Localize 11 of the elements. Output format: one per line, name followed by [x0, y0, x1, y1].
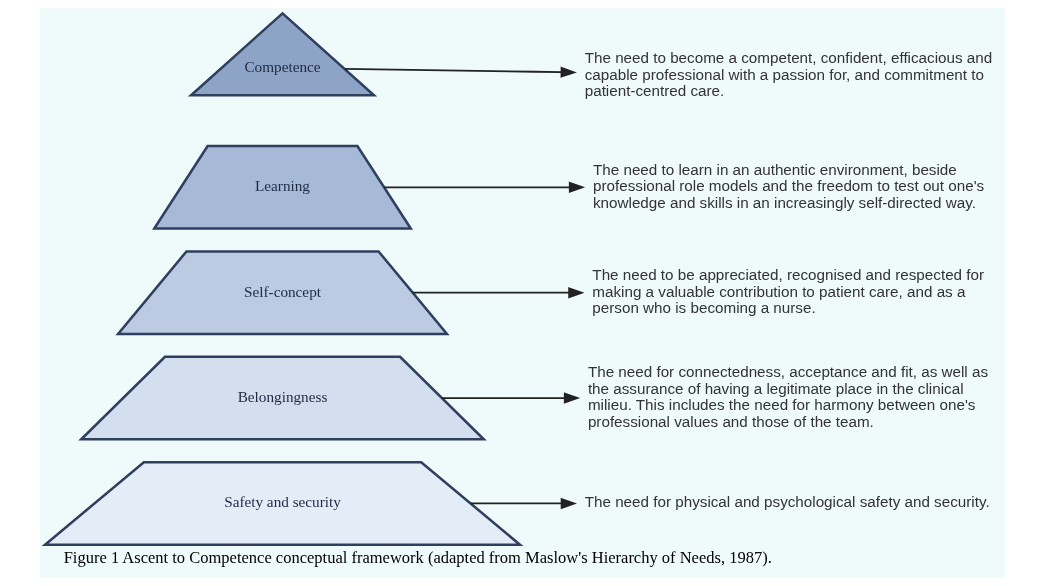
node-text: The need to be appreciated, recognised and respected for making a valuable contribution to patient care, and as a person who is becoming a nurse. [591, 266, 984, 317]
arrow [440, 392, 580, 404]
arrow [411, 287, 584, 299]
node-text: The need for connectedness, acceptance and fit, as well as the assurance of having a legitimate place in the clinical milieu. This includes the need for harmony between one's professional values and those of the team. [587, 363, 988, 430]
node-text: The need to learn in an authentic environment, beside professional role models and the freedom to test out one's knowledge and skills in an increasingly self-directed way. [592, 160, 984, 211]
arrow [469, 497, 577, 510]
arrow [382, 181, 585, 193]
arrow [343, 66, 577, 78]
node-text: The need for physical and psychological safety and security. [584, 493, 990, 511]
node-text: The need to become a competent, confident, efficacious and capable professional with a passion for, and commitment to patient-centred care. [584, 48, 992, 99]
caption: Figure 1 Ascent to Competence conceptual framework (adapted from Maslow's Hierarchy of Needs, 1987). [63, 548, 772, 568]
